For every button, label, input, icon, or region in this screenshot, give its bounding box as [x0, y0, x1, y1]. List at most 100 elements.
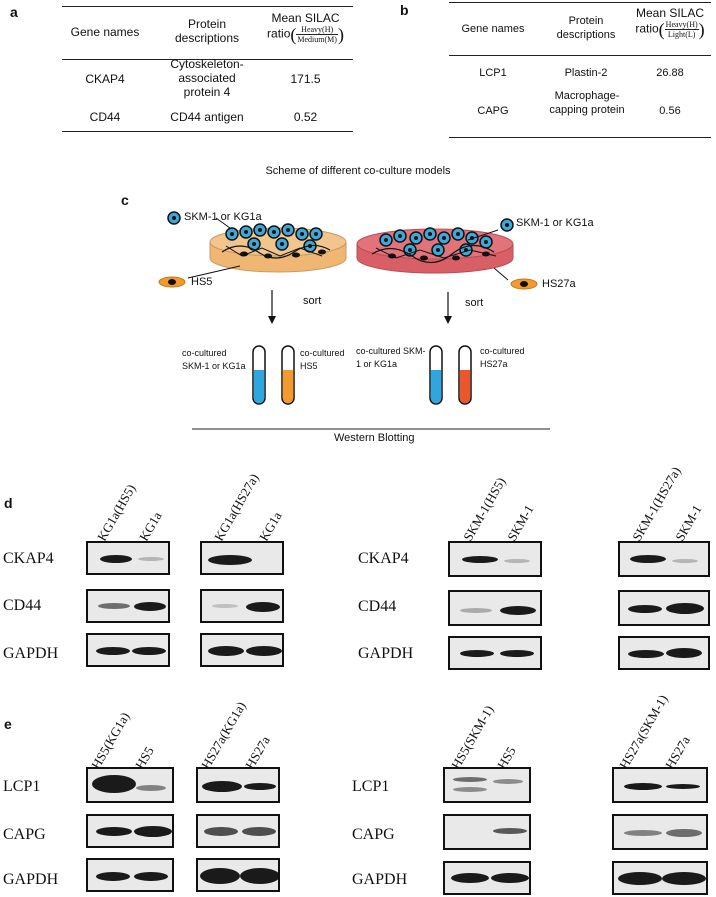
table-b-row1-gene: LCP1 [479, 67, 507, 79]
d-row-label-gapdh: GAPDH [3, 645, 59, 662]
table-a-ratio-den: Medium(M) [297, 35, 337, 44]
d-blot-gapdh-g4 [618, 636, 710, 670]
right-stroma-label: HS27a [542, 278, 576, 290]
table-b-row1-value: 26.88 [656, 67, 684, 79]
e-blot-capg-g2 [196, 814, 280, 848]
d-blot-ckap4-g1 [86, 541, 170, 575]
e-blot-gapdh-g3 [443, 861, 531, 895]
e-blot-lcp1-g3 [443, 767, 531, 803]
d-row-label-ckap4: CKAP4 [3, 550, 54, 567]
e-row-label-capg: CAPG [3, 826, 46, 843]
scheme-title: Scheme of different co-culture models [265, 165, 451, 177]
table-b-row2-desc: Macrophage-capping protein [549, 90, 625, 116]
table-b-ratio-den: Light(L) [667, 30, 696, 39]
e-row-label-gapdh: GAPDH [3, 871, 59, 888]
d-lane-5: SKM-1(HS5) [460, 474, 509, 544]
e-blot-gapdh-g4 [612, 861, 708, 895]
d-lane-2: KG1a [136, 509, 165, 544]
e-row-label-lcp1: LCP1 [3, 778, 41, 795]
left-cell-label: SKM-1 or KG1a [184, 211, 262, 223]
d-lane-4: KG1a [256, 509, 285, 544]
panel-c-letter: c [121, 192, 129, 208]
table-a-row1-desc: Cytoskeleton-associated protein 4 [170, 57, 244, 99]
table-b-ratio-prefix: ratio [635, 21, 659, 36]
d-row-label-cd44-right: CD44 [358, 598, 397, 615]
d-blot-ckap4-g4 [618, 541, 710, 577]
panel-a-letter: a [10, 4, 18, 20]
panel-b-letter: b [400, 2, 409, 18]
e-blot-lcp1-g1 [86, 767, 174, 803]
table-b-row1-desc: Plastin-2 [564, 67, 608, 79]
table-a-header-ratio: Mean SILAC ratio(Heavy(H)Medium(M)) [267, 11, 344, 45]
table-a-header [62, 7, 353, 60]
d-blot-cd44-g1 [86, 589, 170, 623]
table-a-header-mean: Mean SILAC [271, 11, 340, 25]
table-a: Gene names Protein descriptions Mean SIL… [62, 6, 353, 132]
tube-3-label: co-cultured SKM-1 or KG1a [356, 346, 426, 369]
e-blot-capg-g3 [443, 814, 531, 850]
d-blot-gapdh-g1 [86, 633, 170, 667]
table-a-row2-value: 0.52 [293, 110, 318, 124]
d-lane-8: SKM-1 [672, 502, 705, 544]
table-a-row2-desc: CD44 antigen [170, 110, 244, 124]
right-sort-label: sort [465, 297, 484, 309]
panel-e-letter: e [4, 716, 12, 732]
table-a-row1-value: 171.5 [290, 72, 321, 86]
tube-2 [281, 345, 295, 405]
tube-1 [252, 345, 266, 405]
table-b-header [449, 3, 711, 56]
table-a-row2-gene: CD44 [89, 110, 121, 124]
table-a-row1-gene: CKAP4 [85, 72, 125, 86]
table-b-header-mean: Mean SILAC [635, 6, 705, 20]
tube-4 [458, 345, 472, 405]
e-blot-lcp1-g4 [612, 767, 708, 803]
e-blot-capg-g4 [612, 814, 708, 850]
table-b-header-desc: Protein descriptions [556, 15, 616, 41]
table-b: Gene names Protein descriptions Mean SIL… [449, 2, 711, 138]
co-culture-scheme [158, 211, 550, 430]
left-sort-label: sort [303, 295, 322, 307]
table-a-header-desc: Protein descriptions [174, 17, 240, 45]
e-lane-3: HS27a(KG1a) [198, 698, 249, 772]
d-blot-cd44-g3 [448, 590, 542, 626]
d-row-label-gapdh-right: GAPDH [358, 645, 414, 662]
tube-1-label: co-cultured SKM-1 or KG1a [182, 348, 246, 371]
table-a-ratio-prefix: ratio [267, 26, 291, 41]
d-blot-ckap4-g3 [448, 541, 542, 577]
left-dish-cells [221, 223, 331, 259]
table-b-header-ratio: Mean SILAC ratio(Heavy(H)Light(L)) [635, 6, 705, 40]
d-row-label-ckap4-right: CKAP4 [358, 550, 409, 567]
table-b-row2-gene: CAPG [477, 105, 509, 117]
left-stroma-label: HS5 [191, 276, 213, 288]
e-row-label-lcp1-right: LCP1 [352, 778, 390, 795]
table-a-header-gene: Gene names [70, 25, 140, 39]
e-row-label-gapdh-right: GAPDH [352, 871, 408, 888]
e-blot-gapdh-g2 [196, 858, 280, 892]
table-b-header-gene: Gene names [461, 23, 525, 35]
table-b-ratio-num: Heavy(H) [664, 20, 699, 30]
d-blot-gapdh-g3 [448, 636, 542, 670]
tube-3 [429, 345, 443, 405]
e-lane-5: HS5(SKM-1) [448, 702, 497, 772]
d-row-label-cd44: CD44 [3, 597, 42, 614]
e-blot-capg-g1 [86, 814, 174, 848]
right-cell-label: SKM-1 or KG1a [516, 217, 594, 229]
d-lane-3: KG1a(HS27a) [211, 470, 262, 544]
d-blot-gapdh-g2 [200, 633, 284, 667]
panel-d-letter: d [4, 495, 13, 511]
tube-2-label: co-cultured HS5 [300, 348, 345, 371]
d-lane-1: KG1a(HS5) [94, 481, 139, 544]
table-a-ratio-num: Heavy(H) [296, 25, 338, 35]
d-blot-ckap4-g2 [200, 541, 284, 575]
western-blotting-label: Western Blotting [334, 432, 415, 444]
right-dish-cells [371, 227, 497, 264]
e-row-label-capg-right: CAPG [352, 826, 395, 843]
d-blot-cd44-g2 [200, 589, 284, 623]
d-lane-6: SKM-1 [504, 502, 537, 544]
e-blot-gapdh-g1 [86, 858, 174, 892]
table-b-row2-value: 0.56 [659, 105, 681, 117]
e-blot-lcp1-g2 [196, 767, 280, 803]
tube-4-label: co-cultured HS27a [480, 346, 525, 369]
e-lane-1: HS5(KG1a) [88, 709, 133, 772]
d-blot-cd44-g4 [618, 590, 710, 626]
